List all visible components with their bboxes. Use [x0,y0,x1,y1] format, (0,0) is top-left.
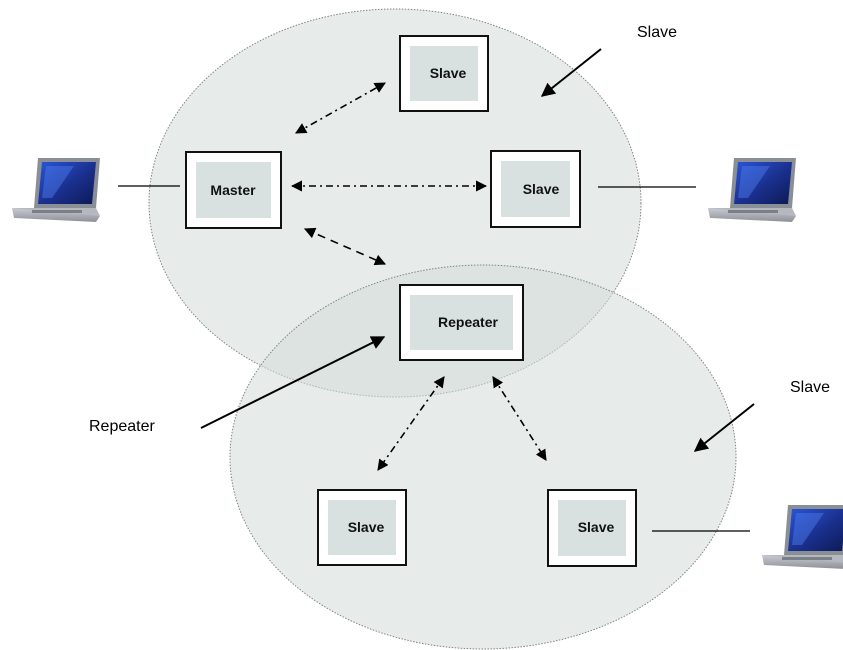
node-label: Slave [578,519,615,535]
callout-arrow-repeater [200,336,386,429]
laptop-icon [708,158,796,222]
link-master-repeater [303,227,387,266]
callout-slave-top-right: Slave [637,24,677,41]
node-repeater: Repeater [399,284,524,361]
node-slave-top: Slave [399,35,489,112]
link-master-slave-top [295,82,386,134]
node-slave-bottom-right: Slave [547,489,637,567]
callout-arrow-slave-top [540,48,602,97]
callout-repeater: Repeater [89,418,155,435]
callout-arrow-slave-bottom [693,403,755,452]
node-label: Master [210,182,256,198]
laptop-icon [12,158,100,222]
laptop-icon [762,505,843,569]
callout-slave-bottom-right: Slave [790,379,830,396]
link-repeater-slave-bottom-left [377,376,445,471]
node-label: Slave [430,65,467,81]
node-master: Master [185,151,282,229]
node-slave-bottom-left: Slave [317,489,407,566]
node-slave-right: Slave [490,150,581,228]
node-label: Slave [523,181,560,197]
node-label: Slave [348,519,385,535]
node-label: Repeater [438,314,498,330]
